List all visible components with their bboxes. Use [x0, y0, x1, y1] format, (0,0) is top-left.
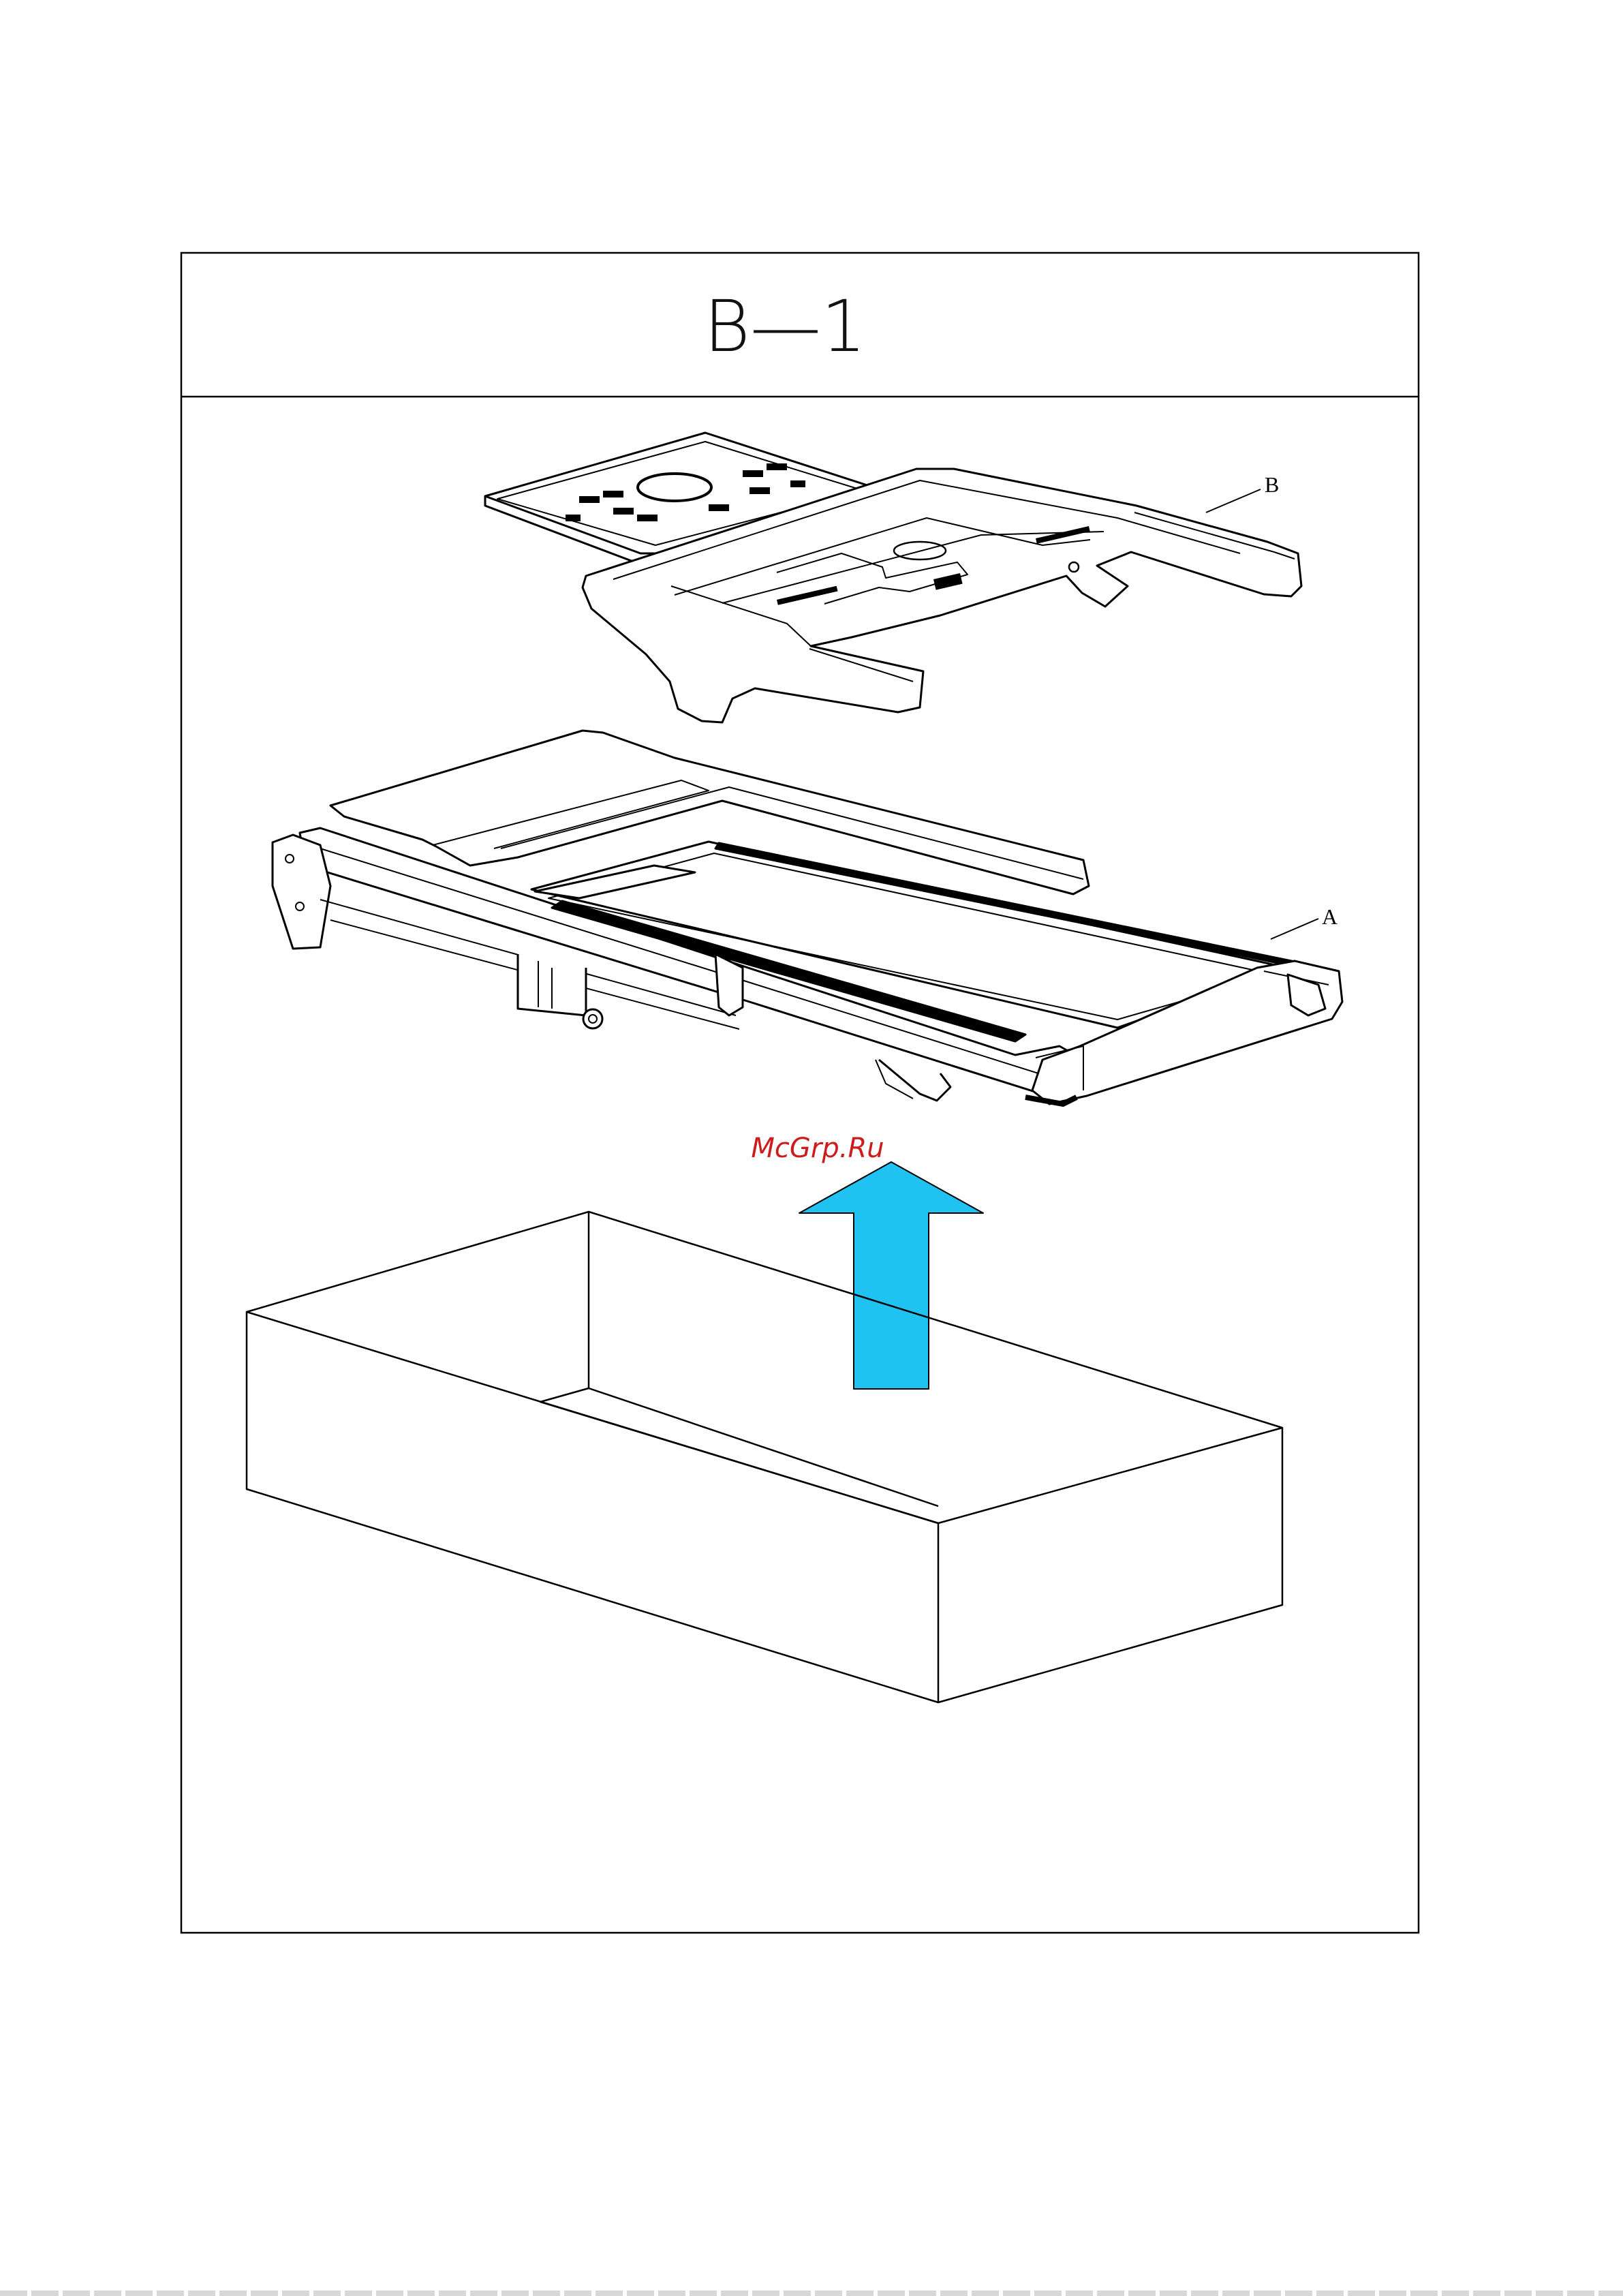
treadmill-deck-icon — [273, 731, 1342, 1104]
callout-a: A — [1271, 904, 1338, 939]
open-box-icon — [247, 1212, 1282, 1702]
callout-b-label: B — [1265, 472, 1279, 497]
scan-edge — [0, 2291, 1623, 2296]
up-arrow-icon — [799, 1162, 983, 1389]
watermark-text: McGrp.Ru — [751, 1133, 884, 1164]
console-frame-icon — [485, 433, 1301, 722]
panel-title: B—1 — [704, 285, 866, 368]
callout-b: B — [1206, 472, 1279, 512]
callout-a-label: A — [1322, 904, 1338, 929]
